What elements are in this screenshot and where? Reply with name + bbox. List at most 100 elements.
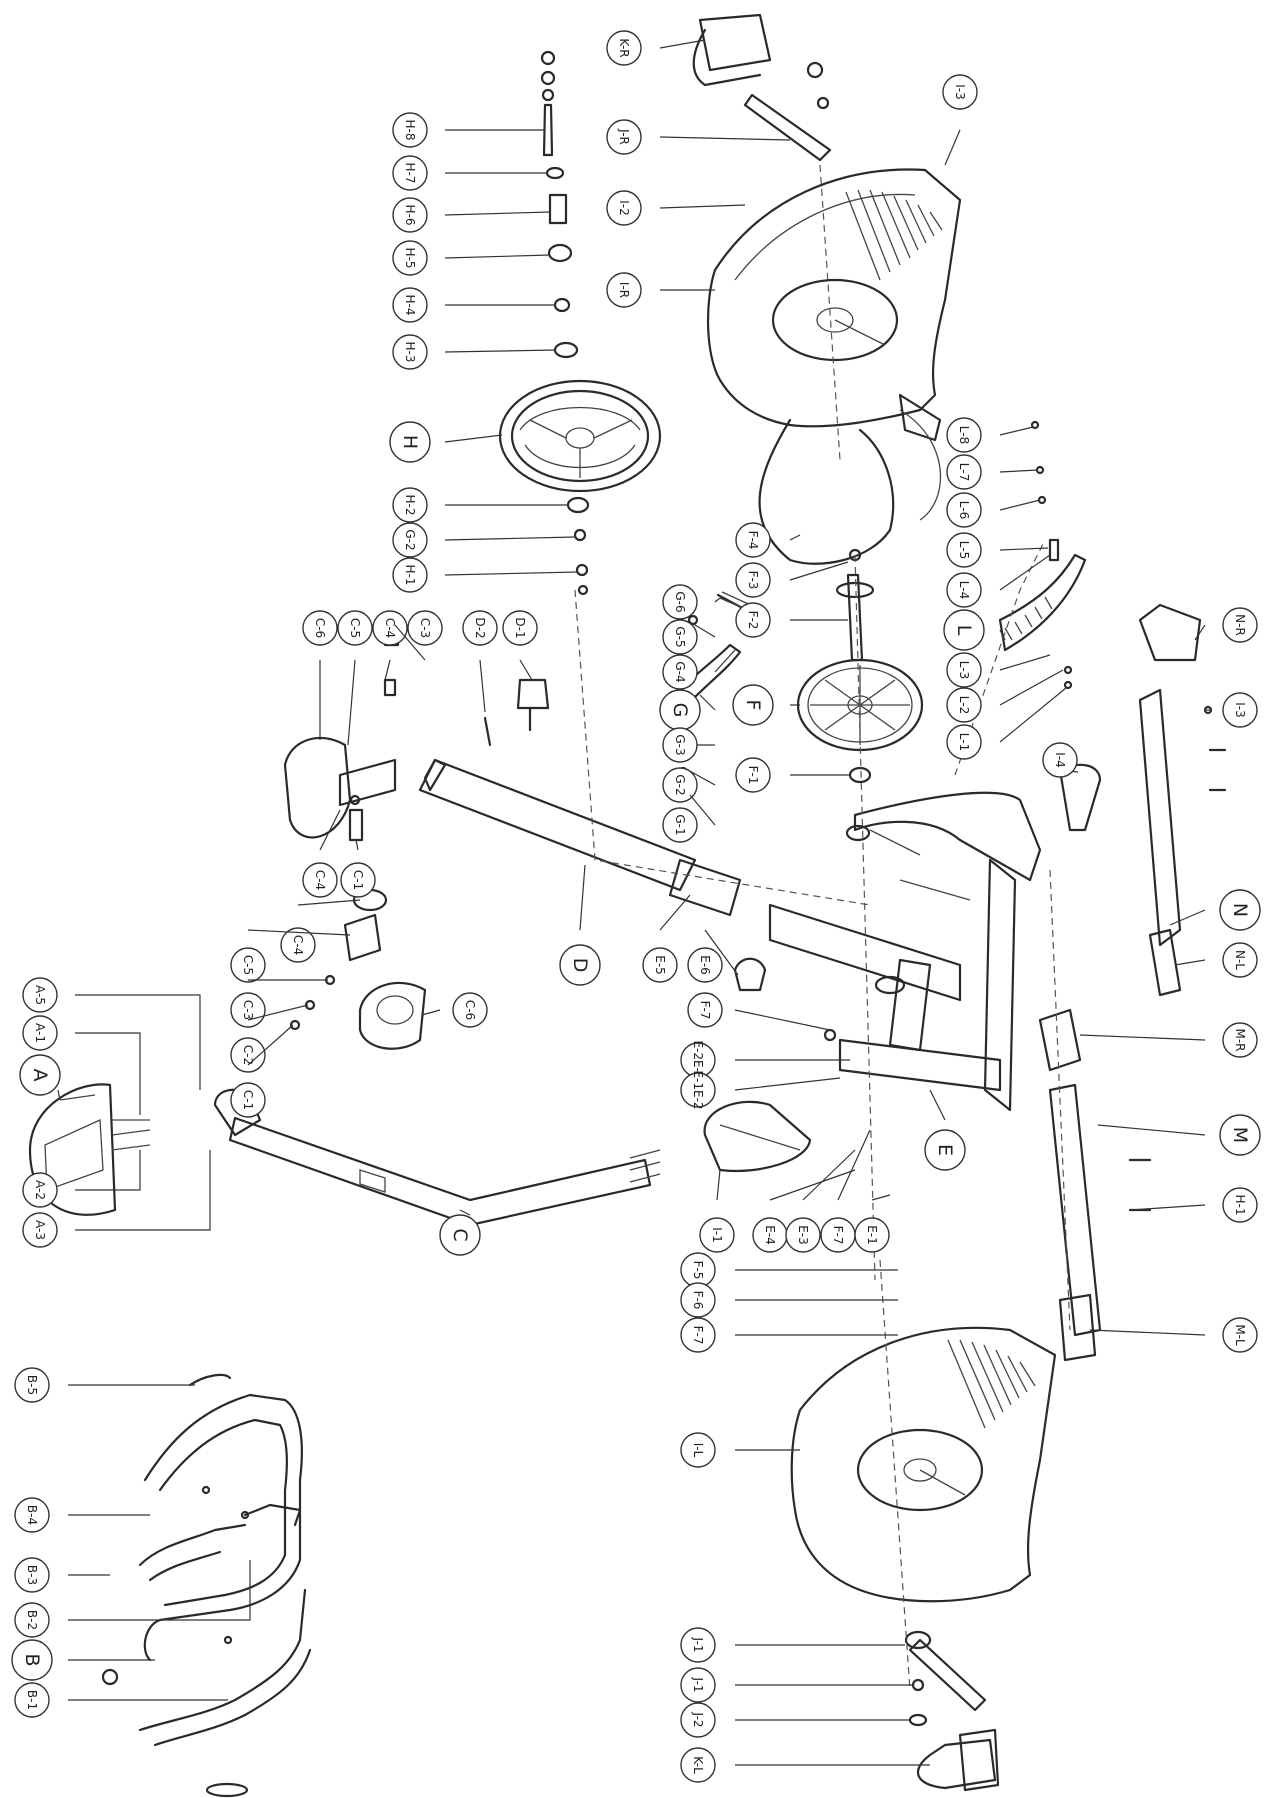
callout-bubble xyxy=(392,112,428,148)
callout-c-4a: C-4 xyxy=(372,610,408,681)
callout-f-1: F-1 xyxy=(735,757,850,793)
leader-line xyxy=(802,1149,856,1201)
callout-bubble xyxy=(680,1702,716,1738)
callout-n-l: N-L xyxy=(1174,942,1258,978)
drive-belt xyxy=(758,409,942,565)
callout-labels: K-RJ-RI-2I-RI-3H-8H-7H-6H-5H-4H-3HH-2G-2… xyxy=(11,30,1261,1783)
callout-text: A-3 xyxy=(33,1220,47,1240)
leader-line xyxy=(444,254,551,259)
callout-text: A xyxy=(29,1069,51,1082)
callout-e-3: E-3 xyxy=(785,1149,856,1253)
callout-text: C-1 xyxy=(241,1090,255,1110)
callout-text: E-4 xyxy=(763,1225,777,1245)
leader-line xyxy=(699,694,716,711)
callout-e: E xyxy=(924,1089,966,1171)
callout-i-3b: I-3 xyxy=(1205,692,1258,728)
callout-h-8: H-8 xyxy=(392,112,545,148)
leader-line xyxy=(421,1009,441,1016)
callout-b-5: B-5 xyxy=(14,1367,195,1403)
callout-text: E-1E-2 xyxy=(691,1070,705,1109)
callout-f-5: F-5 xyxy=(680,1252,898,1288)
callout-text: C-1 xyxy=(351,870,365,890)
leader-line xyxy=(75,1150,141,1191)
callout-bubble xyxy=(502,610,538,646)
seat-clamp xyxy=(283,623,400,842)
callout-bubble xyxy=(732,684,774,726)
leader-line xyxy=(57,1089,61,1101)
callout-f-7c: F-7 xyxy=(680,1317,898,1353)
callout-text: N xyxy=(1229,903,1251,917)
callout-text: E-5 xyxy=(653,955,667,975)
callout-text: C-3 xyxy=(241,1000,255,1020)
callout-text: F xyxy=(742,700,764,711)
callout-text: F-6 xyxy=(691,1291,705,1310)
callout-bubble xyxy=(1222,607,1258,643)
callout-text: D xyxy=(569,958,591,973)
leader-line xyxy=(75,994,201,1090)
callout-text: K-L xyxy=(691,1756,705,1774)
callout-g-2: G-2 xyxy=(662,767,716,803)
callout-bubble xyxy=(942,74,978,110)
leader-line xyxy=(999,654,1051,671)
leader-line xyxy=(999,469,1039,473)
callout-text: F-1 xyxy=(746,766,760,785)
callout-i-r: I-R xyxy=(606,272,715,308)
callout-bubble xyxy=(943,609,985,651)
callout-text: H-4 xyxy=(403,295,417,316)
callout-g-4: G-4 xyxy=(662,649,736,690)
callout-text: F-2 xyxy=(746,611,760,630)
callout-bubble xyxy=(699,1217,735,1253)
callout-text: I-3 xyxy=(1233,702,1247,718)
leader-line xyxy=(247,929,351,936)
callout-text: I-3 xyxy=(953,84,967,100)
callout-f-6: F-6 xyxy=(680,1282,898,1318)
crank-axle xyxy=(835,548,875,662)
callout-h-7: H-7 xyxy=(392,155,548,191)
callout-c-5b: C-5 xyxy=(230,929,351,983)
callout-text: J-R xyxy=(617,128,631,145)
callout-bubble xyxy=(462,610,498,646)
callout-text: I-1 xyxy=(710,1227,724,1243)
callout-e-6: E-6 xyxy=(687,929,739,983)
callout-h: H xyxy=(389,421,503,463)
leader-line xyxy=(68,1560,251,1621)
callout-text: I-4 xyxy=(1053,752,1067,768)
leader-line xyxy=(319,809,341,851)
callout-bubble xyxy=(392,197,428,233)
callout-text: C xyxy=(449,1228,471,1241)
callout-bubble xyxy=(302,610,338,646)
callout-l: L xyxy=(943,609,1006,651)
callout-bubble xyxy=(392,287,428,323)
leader-line xyxy=(355,839,359,851)
callout-bubble xyxy=(946,652,982,688)
callout-bubble xyxy=(392,155,428,191)
cover-n xyxy=(1058,603,1227,997)
callout-bubble xyxy=(687,992,723,1028)
callout-text: B-2 xyxy=(25,1610,39,1630)
callout-i-1: I-1 xyxy=(699,1169,735,1253)
callout-i-l: I-L xyxy=(680,1432,800,1468)
callout-text: G-2 xyxy=(673,774,687,795)
callout-c-1b: C-1 xyxy=(230,1024,294,1118)
callout-text: L-5 xyxy=(957,541,971,559)
leader-line xyxy=(659,894,691,931)
callout-text: G-1 xyxy=(673,814,687,835)
callout-bubble xyxy=(946,572,982,608)
callout-text: N-R xyxy=(1233,614,1247,636)
leader-line xyxy=(1174,959,1206,966)
callout-text: H xyxy=(399,435,421,449)
callout-text: L-8 xyxy=(957,426,971,444)
callout-n-r: N-R xyxy=(1194,607,1258,643)
leader-line xyxy=(459,1209,471,1216)
callout-bubble xyxy=(662,727,698,763)
callout-h-5: H-5 xyxy=(392,240,551,276)
callout-text: C-3 xyxy=(418,618,432,638)
callout-bubble xyxy=(1042,742,1078,778)
callout-b-3: B-3 xyxy=(14,1557,110,1593)
callout-f-2: F-2 xyxy=(735,602,848,638)
leader-line xyxy=(75,1032,141,1115)
callout-g-3: G-3 xyxy=(662,727,715,763)
handlebar xyxy=(101,1373,312,1798)
callout-bubble xyxy=(22,1212,58,1248)
